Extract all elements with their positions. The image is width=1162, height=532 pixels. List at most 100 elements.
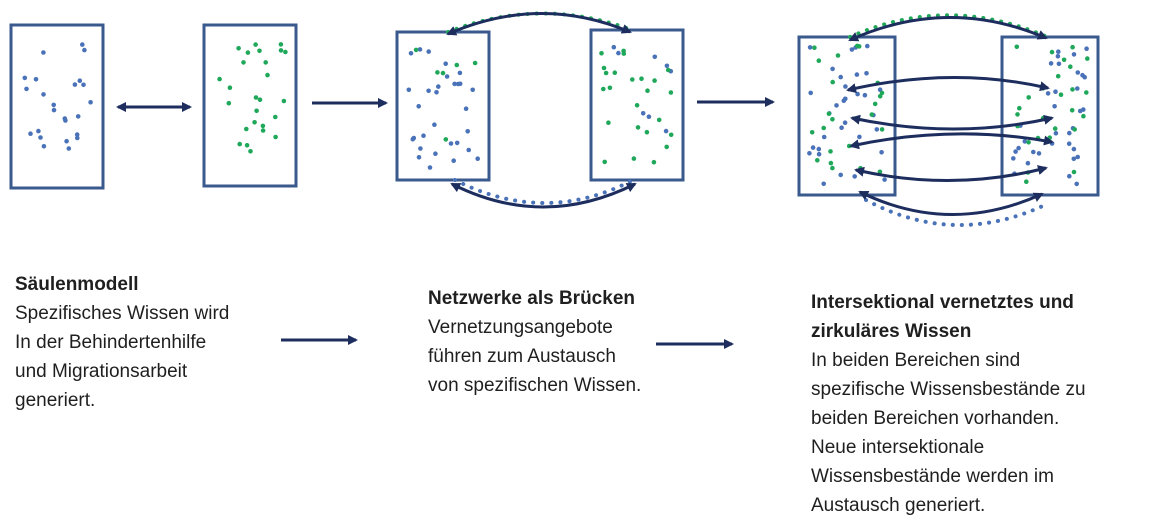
- knowledge-dot: [865, 43, 870, 49]
- knowledge-dot: [1013, 149, 1018, 154]
- knowledge-dot: [454, 140, 460, 146]
- knowledge-dot: [815, 158, 820, 163]
- knowledge-dot: [278, 42, 284, 47]
- knowledge-dot: [611, 44, 617, 50]
- knowledge-dot: [254, 108, 259, 114]
- knowledge-dot: [244, 143, 250, 148]
- knowledge-dot: [1049, 49, 1055, 55]
- knowledge-dot: [253, 95, 259, 100]
- knowledge-dot: [38, 135, 43, 140]
- knowledge-dot: [452, 81, 457, 87]
- knowledge-dot: [265, 72, 270, 78]
- knowledge-dot: [236, 46, 241, 51]
- knowledge-dot: [82, 47, 87, 53]
- intersectional-bottom-arrow: [858, 190, 1044, 216]
- knowledge-dot: [22, 75, 28, 81]
- description-line: In beiden Bereichen sind: [811, 350, 1021, 371]
- knowledge-dot: [75, 135, 80, 141]
- knowledge-dot: [1025, 160, 1031, 166]
- knowledge-dot: [630, 77, 635, 82]
- bridge-right-box: [589, 28, 685, 182]
- knowledge-dot: [273, 134, 278, 140]
- knowledge-dot: [81, 82, 86, 88]
- knowledge-dot: [257, 97, 263, 102]
- knowledge-dot: [245, 50, 251, 55]
- intersectional-arrow-4: [854, 165, 1048, 182]
- knowledge-dot: [1036, 151, 1042, 156]
- intersectional-arrow-1: [846, 75, 1050, 94]
- knowledge-dot: [88, 100, 93, 105]
- knowledge-dot: [834, 103, 839, 108]
- knowledge-dot: [652, 78, 657, 83]
- intersectional-dotted-arc-top: [848, 13, 1047, 39]
- knowledge-dot: [1053, 89, 1058, 94]
- knowledge-dot: [639, 76, 644, 81]
- description-line: Spezifisches Wissen wird: [15, 303, 230, 324]
- knowledge-dot: [631, 156, 637, 161]
- knowledge-dot: [830, 117, 835, 122]
- knowledge-dot: [426, 88, 431, 94]
- knowledge-dot: [217, 76, 222, 82]
- knowledge-dot: [1048, 61, 1054, 66]
- intersectional-dotted-arc-bottom: [864, 198, 1049, 227]
- knowledge-dot: [273, 114, 278, 120]
- knowledge-dot: [1071, 52, 1077, 57]
- knowledge-dot: [454, 62, 460, 68]
- description-line: Austausch generiert.: [811, 495, 986, 516]
- knowledge-dot: [1016, 145, 1021, 151]
- intersectional-heading: zirkuläres Wissen: [811, 321, 972, 342]
- knowledge-dot: [635, 125, 641, 130]
- pillar-disability-dots: [22, 42, 93, 151]
- description-line: beiden Bereichen vorhanden.: [811, 408, 1060, 429]
- intersectional-graphic: [797, 13, 1100, 227]
- knowledge-dot: [874, 127, 880, 132]
- knowledge-dot: [816, 58, 822, 63]
- intersectional-left-dots: [807, 43, 887, 187]
- knowledge-dot: [443, 137, 449, 142]
- knowledge-dot: [1080, 72, 1085, 78]
- knowledge-dot: [41, 144, 47, 149]
- bridge-dotted-arc-bottom: [453, 178, 635, 205]
- knowledge-dot: [862, 92, 868, 98]
- knowledge-dot: [1071, 146, 1077, 152]
- knowledge-dot: [406, 87, 412, 93]
- knowledge-dot: [472, 60, 478, 66]
- knowledge-dot: [843, 84, 848, 89]
- description-line: In der Behindertenhilfe: [15, 332, 207, 353]
- knowledge-dot: [1081, 113, 1086, 119]
- description-line: führen zum Austausch: [428, 346, 616, 367]
- knowledge-dot: [1075, 154, 1080, 160]
- knowledge-dot: [278, 48, 284, 53]
- knowledge-dot: [1015, 112, 1020, 117]
- knowledge-dot: [1056, 61, 1062, 67]
- knowledge-dot: [1066, 141, 1072, 146]
- pillar-disability-box: [9, 23, 105, 190]
- network-bridge-description: Netzwerke als Brücken Vernetzungsangebot…: [428, 284, 641, 400]
- knowledge-dot: [443, 61, 449, 66]
- knowledge-dot: [51, 102, 56, 108]
- knowledge-dot: [41, 92, 46, 97]
- knowledge-dot: [634, 103, 640, 108]
- knowledge-dot: [1085, 56, 1090, 61]
- knowledge-dot: [263, 60, 269, 65]
- knowledge-dot: [1055, 54, 1061, 59]
- knowledge-dot: [411, 135, 417, 141]
- knowledge-dot: [74, 132, 80, 137]
- knowledge-dot: [664, 144, 669, 150]
- knowledge-dot: [656, 117, 662, 123]
- knowledge-dot: [1026, 95, 1031, 100]
- knowledge-dot: [810, 145, 816, 150]
- description-line: Neue intersektionale: [811, 437, 985, 458]
- knowledge-dot: [1056, 49, 1061, 54]
- knowledge-dot: [436, 84, 441, 89]
- knowledge-dot: [1061, 57, 1067, 63]
- knowledge-dot: [1067, 173, 1072, 179]
- knowledge-dot: [854, 72, 860, 77]
- knowledge-dot: [1058, 92, 1064, 97]
- knowledge-dot: [646, 114, 652, 119]
- knowledge-dot: [253, 42, 258, 47]
- knowledge-dot: [855, 91, 860, 97]
- knowledge-dot: [1053, 131, 1059, 136]
- pillar-model-description: Säulenmodell Spezifisches Wissen wird In…: [15, 270, 229, 415]
- knowledge-dot: [835, 53, 841, 58]
